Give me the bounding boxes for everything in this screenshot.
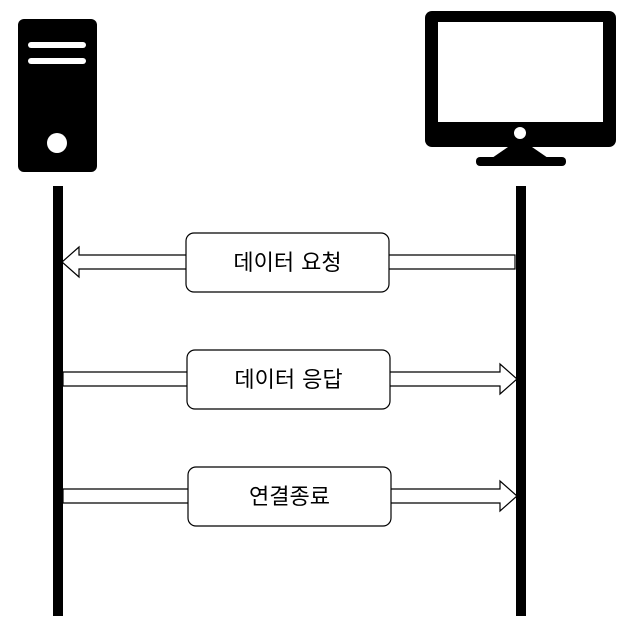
request-label: 데이터 요청 xyxy=(233,251,341,276)
client-lifeline xyxy=(516,186,526,616)
response-label: 데이터 응답 xyxy=(234,368,342,393)
response-label-box xyxy=(186,349,391,410)
request-label-box xyxy=(185,232,390,293)
desktop-monitor-icon xyxy=(425,11,616,166)
message-request: 데이터 요청 xyxy=(61,232,516,293)
message-response: 데이터 응답 xyxy=(62,349,518,410)
server-lifeline xyxy=(53,186,63,616)
close-label: 연결종료 xyxy=(249,485,330,510)
server-tower-icon xyxy=(18,19,97,172)
close-label-box xyxy=(187,466,392,527)
message-close: 연결종료 xyxy=(62,466,518,527)
